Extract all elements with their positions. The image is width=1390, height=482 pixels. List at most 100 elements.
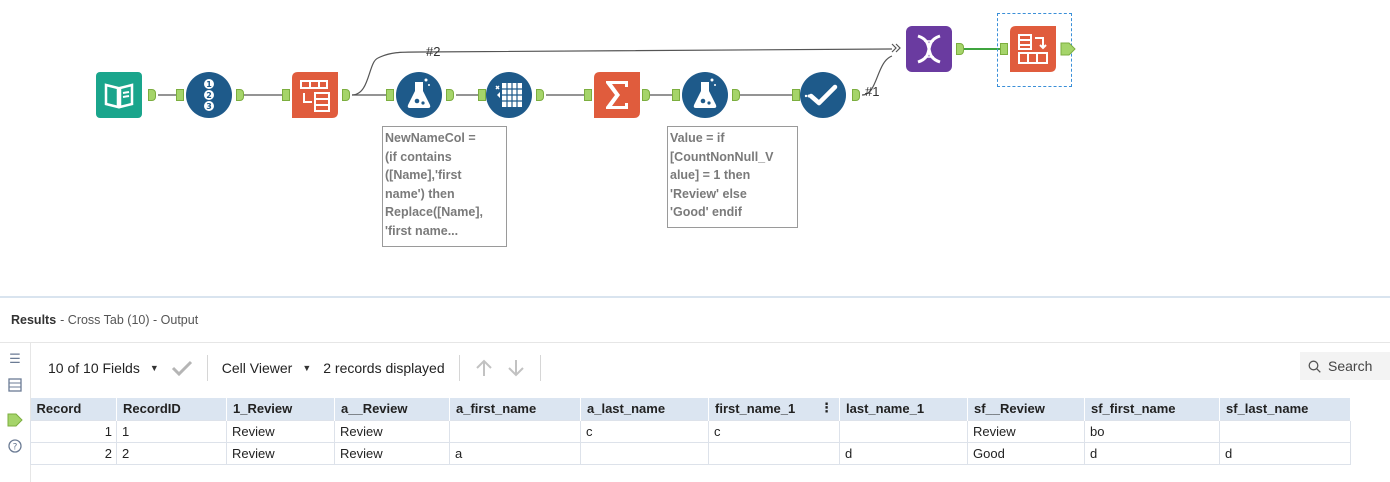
output-anchor[interactable]	[852, 89, 860, 101]
formula-tool-2[interactable]	[682, 72, 728, 118]
results-title: Results	[11, 313, 57, 327]
column-menu-icon[interactable]: ⋮	[820, 400, 833, 415]
book-icon	[96, 72, 142, 118]
multi-field-tool[interactable]	[486, 72, 532, 118]
table-row[interactable]: 2 2 Review Review a d Good d d	[30, 441, 1351, 465]
table-cell[interactable]: 1	[116, 419, 227, 443]
column-header[interactable]: sf_first_name	[1084, 398, 1220, 420]
results-panel: Results - Cross Tab (10) - Output ☰ ? 10…	[0, 296, 1390, 482]
results-table[interactable]: Record RecordID 1_Review a__Review a_fir…	[30, 398, 1351, 465]
table-cell[interactable]	[1219, 419, 1351, 443]
table-cell[interactable]: c	[708, 419, 840, 443]
column-header[interactable]: a_first_name	[449, 398, 581, 420]
table-cell[interactable]: bo	[1084, 419, 1220, 443]
table-cell[interactable]: 2	[30, 441, 117, 465]
summarize-tool[interactable]	[594, 72, 640, 118]
output-anchor[interactable]	[446, 89, 454, 101]
table-cell[interactable]: Review	[967, 419, 1085, 443]
table-cell[interactable]	[449, 419, 581, 443]
table-cell[interactable]: d	[1084, 441, 1220, 465]
input-anchor[interactable]	[584, 89, 592, 101]
results-subtitle: - Cross Tab (10) - Output	[60, 313, 199, 327]
metadata-icon[interactable]	[7, 377, 23, 393]
column-header[interactable]: a__Review	[334, 398, 450, 420]
crosstab-icon	[1010, 26, 1056, 72]
output-anchor[interactable]	[732, 89, 740, 101]
workflow-canvas[interactable]: #2 #1 1 2 3	[0, 0, 1390, 296]
column-header[interactable]: first_name_1 ⋮	[708, 398, 840, 420]
flask-icon	[396, 72, 442, 118]
output-anchor[interactable]	[642, 89, 650, 101]
output-anchor[interactable]	[148, 89, 156, 101]
output-anchor[interactable]	[1060, 42, 1076, 56]
table-cell[interactable]: d	[1219, 441, 1351, 465]
formula-tool[interactable]	[396, 72, 442, 118]
table-cell[interactable]	[839, 419, 968, 443]
transpose-icon	[292, 72, 338, 118]
search-input[interactable]: Search	[1300, 352, 1390, 380]
numbered-list-icon: 1 2 3	[186, 72, 232, 118]
arrow-up-icon[interactable]	[474, 358, 494, 378]
column-header[interactable]: last_name_1	[839, 398, 968, 420]
help-icon[interactable]: ?	[7, 438, 23, 454]
grid-icon	[486, 72, 532, 118]
svg-text:1: 1	[206, 80, 212, 89]
output-anchor[interactable]	[236, 89, 244, 101]
results-side-rail: ☰ ?	[0, 343, 31, 482]
flask-icon	[682, 72, 728, 118]
input-anchor[interactable]	[792, 89, 800, 101]
input-data-tool[interactable]	[96, 72, 142, 118]
arrow-down-icon[interactable]	[506, 358, 526, 378]
viewer-dropdown[interactable]: Cell Viewer ▼	[222, 360, 311, 376]
table-cell[interactable]: c	[580, 419, 709, 443]
checkmark-icon	[800, 72, 846, 118]
table-cell[interactable]: d	[839, 441, 968, 465]
table-cell[interactable]: Review	[226, 441, 335, 465]
column-header[interactable]: a_last_name	[580, 398, 709, 420]
table-cell[interactable]: Review	[334, 441, 450, 465]
sigma-icon	[594, 72, 640, 118]
input-anchor[interactable]	[282, 89, 290, 101]
output-anchor-icon[interactable]	[7, 412, 23, 428]
table-cell[interactable]	[580, 441, 709, 465]
records-count: 2 records displayed	[323, 360, 445, 376]
chevron-down-icon: ▼	[302, 363, 312, 373]
toolbar-divider	[206, 355, 208, 381]
transpose-tool[interactable]	[292, 72, 338, 118]
checkmark-icon[interactable]	[171, 360, 193, 376]
table-cell[interactable]	[708, 441, 840, 465]
connection-label-1: #1	[865, 84, 880, 99]
svg-text:2: 2	[206, 91, 212, 100]
input-anchor[interactable]	[672, 89, 680, 101]
connection-label-2: #2	[426, 44, 441, 59]
output-anchor[interactable]	[342, 89, 350, 101]
record-id-tool[interactable]: 1 2 3	[186, 72, 232, 118]
svg-text:?: ?	[13, 443, 18, 453]
table-cell[interactable]: Review	[226, 419, 335, 443]
fields-dropdown[interactable]: 10 of 10 Fields ▼	[48, 360, 159, 376]
output-anchor[interactable]	[536, 89, 544, 101]
join-tool[interactable]	[906, 26, 952, 72]
output-anchor-icon	[1060, 42, 1076, 56]
list-icon[interactable]: ☰	[9, 351, 21, 366]
table-cell[interactable]: Good	[967, 441, 1085, 465]
select-tool[interactable]	[800, 72, 846, 118]
input-anchor[interactable]	[1000, 43, 1008, 55]
table-cell[interactable]: a	[449, 441, 581, 465]
column-header[interactable]: sf_last_name	[1219, 398, 1351, 420]
column-header[interactable]: Record	[30, 398, 117, 420]
input-anchor[interactable]	[386, 89, 394, 101]
connections-layer	[158, 43, 1000, 96]
formula-annotation: NewNameCol = (if contains ([Name],'first…	[382, 126, 507, 247]
output-anchor[interactable]	[956, 43, 964, 55]
input-anchor[interactable]	[176, 89, 184, 101]
column-header[interactable]: RecordID	[116, 398, 227, 420]
table-row[interactable]: 1 1 Review Review c c Review bo	[30, 419, 1351, 443]
table-cell[interactable]: 1	[30, 419, 117, 443]
cross-tab-tool[interactable]	[1010, 26, 1056, 72]
column-header[interactable]: sf__Review	[967, 398, 1085, 420]
input-anchor[interactable]	[478, 89, 486, 101]
table-cell[interactable]: 2	[116, 441, 227, 465]
column-header[interactable]: 1_Review	[226, 398, 335, 420]
table-cell[interactable]: Review	[334, 419, 450, 443]
